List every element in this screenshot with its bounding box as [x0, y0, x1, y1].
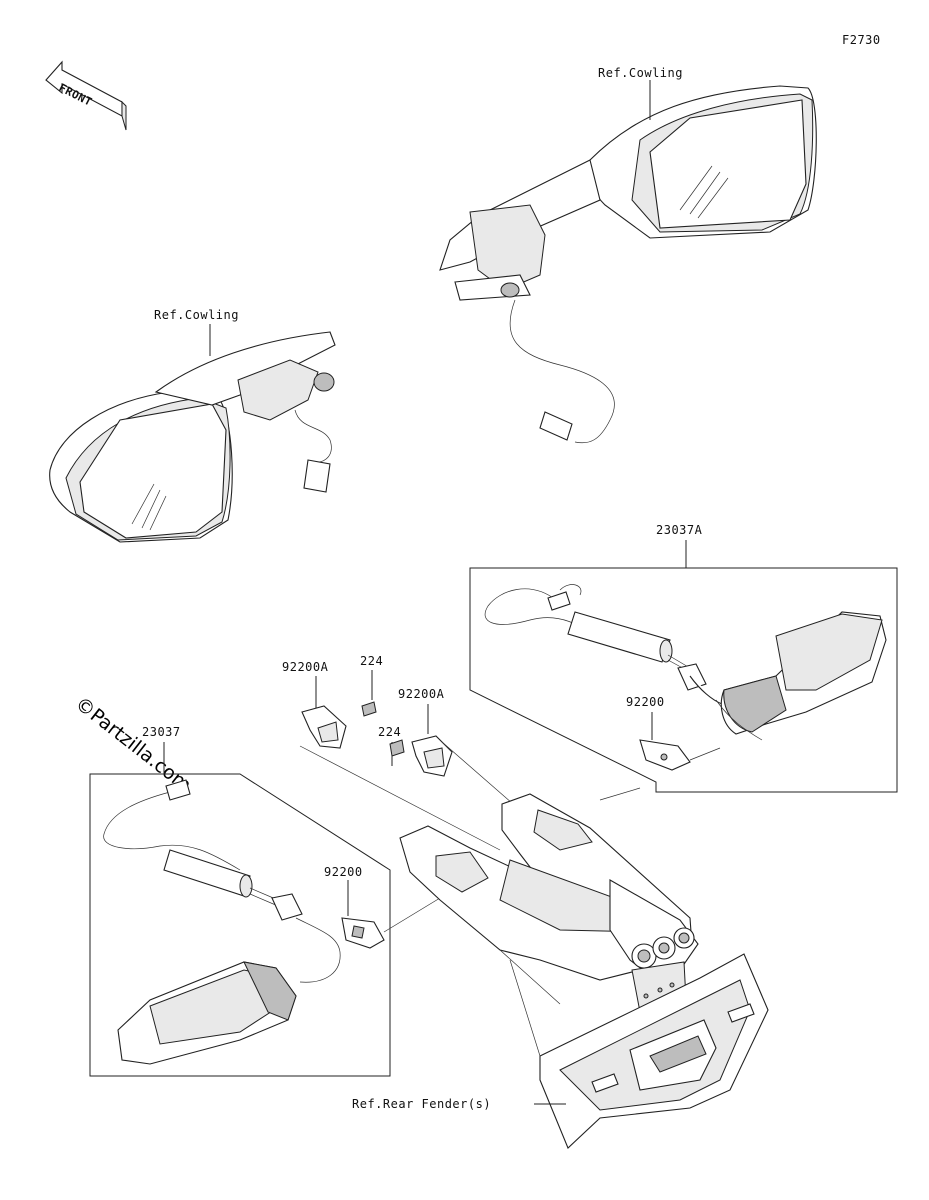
turn-signal-left-assembly: 23037 92200: [89, 725, 441, 1077]
label-23037: 23037: [142, 725, 181, 739]
label-92200A-left: 92200A: [282, 660, 329, 674]
left-mirror: Ref.Cowling: [49, 308, 336, 543]
label-ref-cowling-left: Ref.Cowling: [154, 308, 239, 322]
label-23037A: 23037A: [656, 523, 703, 537]
label-ref-cowling-right: Ref.Cowling: [598, 66, 683, 80]
label-92200-left: 92200: [324, 865, 363, 879]
front-arrow-icon: FRONT: [45, 60, 127, 131]
label-92200-right: 92200: [626, 695, 665, 709]
figure-code: F2730: [842, 33, 881, 47]
label-224-left: 224: [360, 654, 383, 668]
box-23037A: [469, 567, 898, 793]
right-mirror: Ref.Cowling: [439, 66, 817, 444]
label-92200A-right: 92200A: [398, 687, 445, 701]
box-23037: [89, 773, 391, 1077]
turn-signal-right-assembly: 23037A 92200: [469, 523, 898, 801]
label-ref-rear-fender: Ref.Rear Fender(s): [352, 1097, 491, 1111]
center-brackets: 92200A 224 92200A 224: [282, 654, 521, 851]
rear-fender-bracket: Ref.Rear Fender(s): [352, 793, 769, 1149]
label-224-right: 224: [378, 725, 401, 739]
